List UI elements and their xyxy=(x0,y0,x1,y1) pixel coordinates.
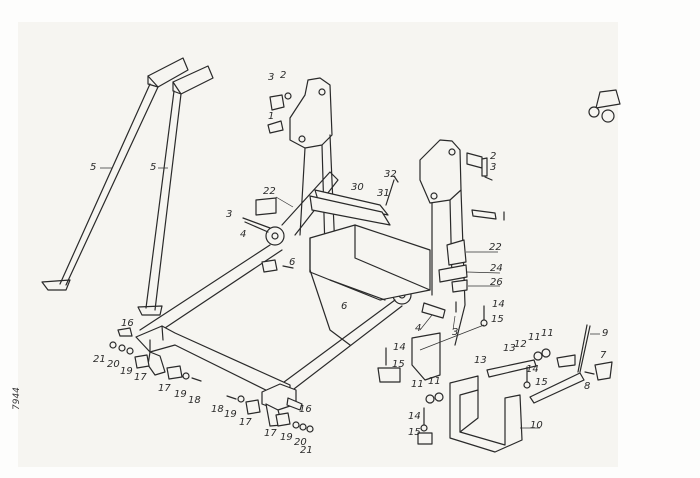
callout: 9 xyxy=(602,328,609,339)
callout: 24 xyxy=(490,263,503,274)
callout: 17 xyxy=(134,372,147,383)
frame-body xyxy=(139,189,431,393)
callout: 30 xyxy=(351,182,364,193)
callout: 26 xyxy=(490,277,503,288)
callout: 16 xyxy=(299,404,312,415)
callout: 14 xyxy=(492,299,505,310)
callout: 14 xyxy=(408,411,421,422)
hardware-left xyxy=(109,92,314,433)
support-leg-left xyxy=(41,57,189,291)
leader-lines xyxy=(100,167,600,429)
callout: 20 xyxy=(107,359,120,370)
callout: 13 xyxy=(474,355,487,366)
callout: 3 xyxy=(490,162,497,173)
callout: 16 xyxy=(121,318,134,329)
callout: 5 xyxy=(90,162,97,173)
callout: 15 xyxy=(408,427,421,438)
callout: 3 xyxy=(226,209,233,220)
callout: 15 xyxy=(392,359,405,370)
callout: 2 xyxy=(490,151,497,162)
callout: 10 xyxy=(530,420,543,431)
callout: 17 xyxy=(264,428,277,439)
callout: 19 xyxy=(120,366,133,377)
callout: 6 xyxy=(341,301,348,312)
callout: 6 xyxy=(289,257,296,268)
callout: 19 xyxy=(280,432,293,443)
callout: 17 xyxy=(239,417,252,428)
callout: 21 xyxy=(300,445,313,456)
frame-left-tower xyxy=(265,77,339,251)
callout: 19 xyxy=(224,409,237,420)
callout: 32 xyxy=(384,169,397,180)
callout: 18 xyxy=(211,404,224,415)
callout: 13 xyxy=(503,343,516,354)
callout: 4 xyxy=(415,323,422,334)
callout: 20 xyxy=(294,437,307,448)
callout: 19 xyxy=(174,389,187,400)
callout: 22 xyxy=(489,242,502,253)
tractor-icon xyxy=(588,89,621,123)
callout: 18 xyxy=(188,395,201,406)
support-leg-right xyxy=(137,65,214,316)
drawing-code: 7944 xyxy=(12,387,22,410)
callout: 3 xyxy=(452,327,459,338)
callout: 15 xyxy=(535,377,548,388)
callout: 3 xyxy=(268,72,275,83)
callout: 1 xyxy=(268,111,275,122)
callout: 14 xyxy=(393,342,406,353)
callout: 11 xyxy=(411,379,424,390)
callout: 2 xyxy=(280,70,287,81)
callout: 11 xyxy=(428,376,441,387)
callout: 5 xyxy=(150,162,157,173)
callout: 7 xyxy=(600,350,607,361)
callout: 11 xyxy=(541,328,554,339)
callout: 12 xyxy=(514,339,527,350)
callout: 17 xyxy=(158,383,171,394)
callout: 11 xyxy=(528,332,541,343)
callout: 22 xyxy=(263,186,276,197)
callout: 14 xyxy=(526,364,539,375)
callout: 31 xyxy=(377,188,390,199)
callout: 21 xyxy=(93,354,106,365)
frame-right-tower xyxy=(392,139,468,346)
callout: 4 xyxy=(240,229,247,240)
hardware-right xyxy=(377,89,621,453)
callout: 8 xyxy=(584,381,591,392)
callout: 15 xyxy=(491,314,504,325)
